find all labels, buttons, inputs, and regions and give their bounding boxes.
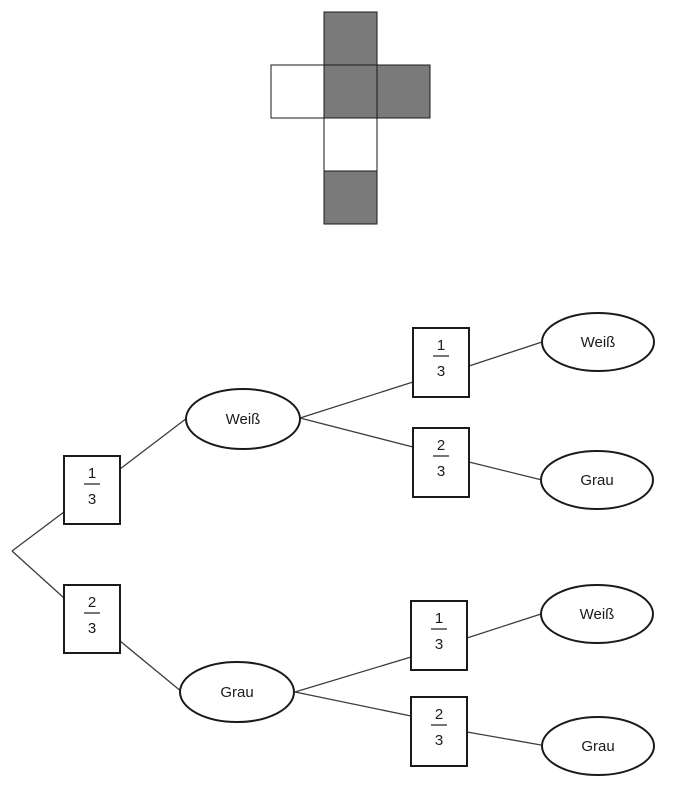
branch-g-w-2 [466,613,542,639]
branch-w-g [299,417,414,448]
tree-branches [11,341,543,746]
net-face-center [323,64,378,119]
branch-g-w [294,656,412,693]
branch-root-weiss-2 [119,417,188,470]
denominator: 3 [435,732,443,749]
net-face-left [270,64,325,119]
branch-g-g [294,691,412,717]
numerator: 2 [435,706,443,723]
prob-box-g-g: 2 3 [410,696,468,767]
node-label: Weiß [226,411,261,428]
node-stage1-weiss: Weiß [185,388,301,450]
numerator: 2 [437,437,445,454]
node-label: Grau [580,472,613,489]
denominator: 3 [435,636,443,653]
numerator: 2 [88,594,96,611]
branch-w-g-2 [468,461,543,481]
node-label: Grau [220,684,253,701]
branch-root-weiss [11,511,65,552]
prob-box-w-w: 1 3 [412,327,470,398]
denominator: 3 [88,491,96,508]
prob-box-stage1-grau: 2 3 [63,584,121,654]
prob-box-stage1-weiss: 1 3 [63,455,121,525]
denominator: 3 [437,363,445,380]
node-label: Weiß [580,606,615,623]
node-label: Grau [581,738,614,755]
node-stage1-grau: Grau [179,661,295,723]
branch-g-g-2 [466,731,542,746]
net-face-right [376,64,431,119]
net-face-top [323,11,378,66]
prob-box-g-w: 1 3 [410,600,468,671]
numerator: 1 [435,610,443,627]
prob-box-w-g: 2 3 [412,427,470,498]
net-face-bottom [323,170,378,225]
branch-w-w [299,381,414,419]
node-g-g: Grau [541,716,655,776]
node-w-g: Grau [540,450,654,510]
cube-net [270,11,431,225]
numerator: 1 [437,337,445,354]
numerator: 1 [88,465,96,482]
branch-w-w-2 [468,341,543,367]
node-label: Weiß [581,334,616,351]
node-w-w: Weiß [541,312,655,372]
net-face-below-center [323,117,378,172]
denominator: 3 [437,463,445,480]
branch-root-grau [11,550,65,599]
node-g-w: Weiß [540,584,654,644]
denominator: 3 [88,620,96,637]
branch-root-grau-2 [119,640,183,693]
